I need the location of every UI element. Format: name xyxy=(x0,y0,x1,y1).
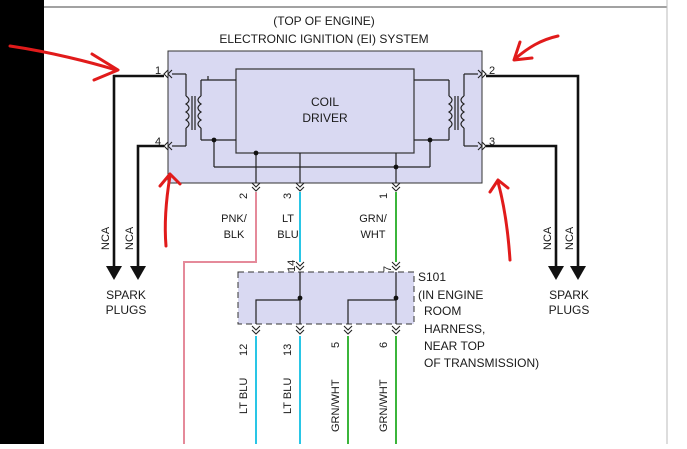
nca-label-right-2: NCA xyxy=(564,226,576,250)
splice-junction-dot xyxy=(297,295,303,301)
junction-dot xyxy=(211,137,217,143)
coil-driver-box xyxy=(235,68,415,154)
wire-label-grn-2: WHT xyxy=(360,229,385,241)
left-black-bar xyxy=(0,0,44,444)
pin-2: 2 xyxy=(489,65,495,77)
splice-junction-dot xyxy=(393,295,399,301)
coil-driver-label-2: DRIVER xyxy=(302,111,348,125)
left-coil-wiring xyxy=(172,73,236,147)
wire-label-ltblu-1: LT xyxy=(282,213,294,225)
wire-label-bottom-6: GRN/WHT xyxy=(378,379,390,432)
title-line-2: ELECTRONIC IGNITION (EI) SYSTEM xyxy=(219,32,428,46)
splice-pin-12: 12 xyxy=(238,344,250,356)
wire-label-pnk-2: BLK xyxy=(224,229,245,241)
splice-s101-box xyxy=(237,271,415,325)
splice-note-1: (IN ENGINE xyxy=(418,288,483,302)
wire-label-ltblu-2: BLU xyxy=(277,229,298,241)
right-arrow-2 xyxy=(570,266,586,280)
nca-label-left-2: NCA xyxy=(124,226,136,250)
module-bottom-pin-2: 2 xyxy=(238,193,250,199)
wire-label-bottom-12: LT BLU xyxy=(238,378,250,414)
left-arrow-1 xyxy=(106,266,122,280)
wire-label-pnk-1: PNK/ xyxy=(221,213,248,225)
title-line-1: (TOP OF ENGINE) xyxy=(273,14,375,28)
pin-3: 3 xyxy=(489,136,495,148)
junction-dot xyxy=(393,164,399,170)
right-spark-wires xyxy=(486,74,580,268)
spark-plugs-right-2: PLUGS xyxy=(549,303,590,317)
pin-4: 4 xyxy=(155,136,161,148)
spark-plugs-left-1: SPARK xyxy=(106,288,146,302)
splice-note-3: HARNESS, xyxy=(424,322,485,336)
module-bottom-pin-1: 1 xyxy=(378,193,390,199)
splice-pin-7: 7 xyxy=(382,266,394,272)
right-arrow-1 xyxy=(548,266,564,280)
nca-label-left-1: NCA xyxy=(100,226,112,250)
left-arrow-2 xyxy=(130,266,146,280)
splice-pin-14: 14 xyxy=(286,260,298,272)
splice-pin-5: 5 xyxy=(330,342,342,348)
coil-driver-label-1: COIL xyxy=(311,95,339,109)
spark-plugs-left-2: PLUGS xyxy=(106,303,147,317)
splice-note-5: OF TRANSMISSION) xyxy=(424,356,539,370)
pin-1: 1 xyxy=(155,65,161,77)
splice-note-2: ROOM xyxy=(424,304,461,318)
spark-plugs-right-1: SPARK xyxy=(549,288,589,302)
left-spark-wires xyxy=(112,74,164,268)
pink-black-wire xyxy=(183,192,257,444)
wire-label-bottom-5: GRN/WHT xyxy=(330,379,342,432)
right-coil-wiring xyxy=(414,73,478,147)
splice-pin-6: 6 xyxy=(378,342,390,348)
wire-label-grn-1: GRN/ xyxy=(359,213,387,225)
wire-label-bottom-13: LT BLU xyxy=(282,378,294,414)
splice-note-4: NEAR TOP xyxy=(424,339,485,353)
junction-dot xyxy=(253,150,259,156)
nca-label-right-1: NCA xyxy=(542,226,554,250)
module-bottom-pin-3: 3 xyxy=(282,193,294,199)
splice-id: S101 xyxy=(418,270,446,284)
junction-dot xyxy=(427,137,433,143)
splice-internal-wiring xyxy=(255,272,397,324)
red-annotations xyxy=(8,34,560,262)
splice-pin-13: 13 xyxy=(282,344,294,356)
splice-connectors xyxy=(251,261,401,335)
